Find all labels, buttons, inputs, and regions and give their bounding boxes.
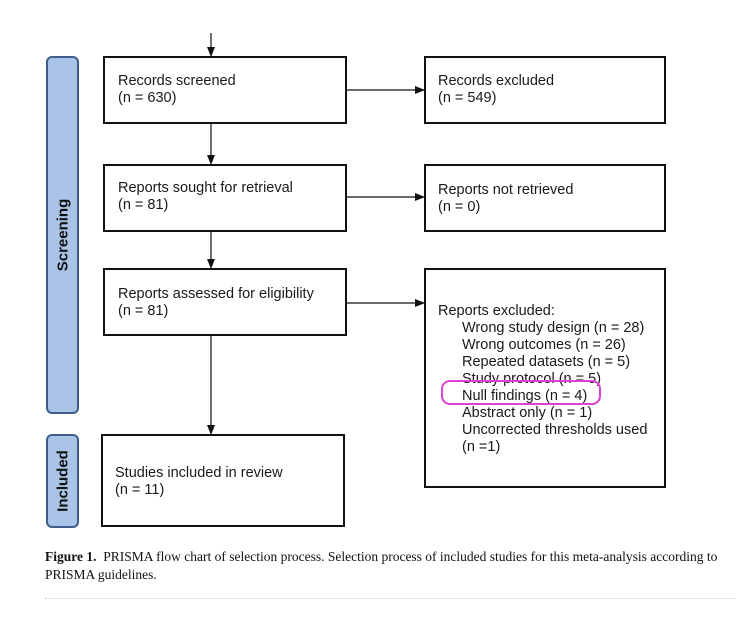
figure-label: Figure 1. bbox=[45, 549, 97, 564]
reports-not-retrieved-title: Reports not retrieved bbox=[438, 182, 574, 198]
dotted-divider bbox=[45, 598, 735, 599]
reports-assessed-title: Reports assessed for eligibility bbox=[118, 286, 314, 302]
records-screened-count: (n = 630) bbox=[118, 90, 177, 106]
box-records-excluded: Records excluded (n = 549) bbox=[424, 56, 666, 124]
null-findings-highlight bbox=[441, 380, 601, 405]
phase-screening-label: Screening bbox=[54, 198, 71, 272]
exclusion-reason: Wrong outcomes (n = 26) bbox=[462, 337, 626, 353]
records-screened-title: Records screened bbox=[118, 73, 236, 89]
figure-caption: Figure 1. PRISMA flow chart of selection… bbox=[45, 548, 735, 584]
exclusion-reason-null-findings: Null findings (n = 4) bbox=[462, 388, 588, 404]
exclusion-reason: Repeated datasets (n = 5) bbox=[462, 354, 631, 370]
exclusion-reason: Wrong study design (n = 28) bbox=[462, 320, 645, 336]
studies-included-count: (n = 11) bbox=[115, 482, 165, 498]
reports-assessed-count: (n = 81) bbox=[118, 303, 169, 319]
studies-included-title: Studies included in review bbox=[115, 465, 283, 481]
reports-sought-count: (n = 81) bbox=[118, 197, 169, 213]
box-records-screened: Records screened (n = 630) bbox=[103, 56, 347, 124]
exclusion-reason: Study protocol (n = 5) bbox=[462, 371, 602, 387]
box-reports-not-retrieved: Reports not retrieved (n = 0) bbox=[424, 164, 666, 232]
records-excluded-count: (n = 549) bbox=[438, 90, 497, 106]
exclusion-reason: Uncorrected thresholds used bbox=[462, 422, 648, 438]
phase-included: Included bbox=[46, 434, 79, 528]
box-reports-excluded: Reports excluded: Wrong study design (n … bbox=[424, 268, 666, 488]
reports-sought-title: Reports sought for retrieval bbox=[118, 180, 293, 196]
box-reports-assessed: Reports assessed for eligibility (n = 81… bbox=[103, 268, 347, 336]
records-excluded-title: Records excluded bbox=[438, 73, 555, 89]
exclusion-reason-count: (n =1) bbox=[462, 439, 501, 455]
phase-included-label: Included bbox=[54, 450, 71, 512]
reports-not-retrieved-count: (n = 0) bbox=[438, 199, 481, 215]
reports-excluded-list: Wrong study design (n = 28) Wrong outcom… bbox=[438, 320, 664, 456]
box-studies-included: Studies included in review (n = 11) bbox=[101, 434, 345, 527]
exclusion-reason: Abstract only (n = 1) bbox=[462, 405, 593, 421]
phase-screening: Screening bbox=[46, 56, 79, 414]
reports-excluded-title: Reports excluded: bbox=[438, 303, 555, 319]
figure-caption-text: PRISMA flow chart of selection process. … bbox=[45, 549, 718, 582]
box-reports-sought: Reports sought for retrieval (n = 81) bbox=[103, 164, 347, 232]
